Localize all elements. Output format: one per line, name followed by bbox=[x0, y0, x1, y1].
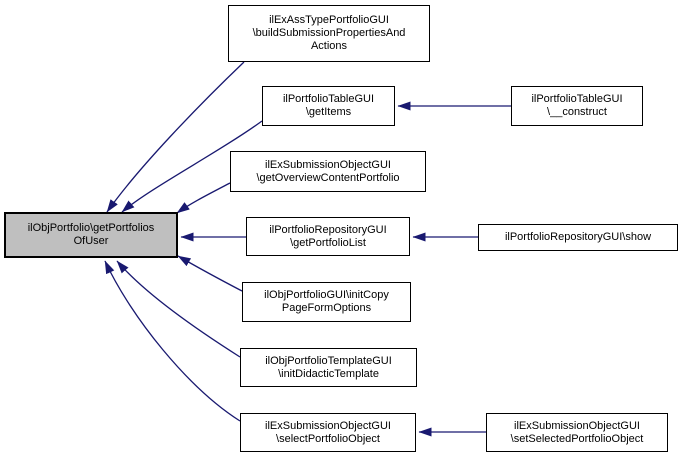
node-label-line: ilObjPortfolioGUI\initCopy bbox=[264, 289, 389, 301]
node-label-line: \__construct bbox=[547, 106, 607, 118]
edge-getOverviewContentPortfolio-to-getPortfoliosOfUser bbox=[176, 182, 231, 214]
node-label-line: \getOverviewContentPortfolio bbox=[256, 171, 400, 184]
node-setSelectedPortfolioObject[interactable]: ilExSubmissionObjectGUI\setSelectedPortf… bbox=[486, 413, 668, 452]
node-label-line: Actions bbox=[310, 40, 348, 52]
node-initDidacticTemplate[interactable]: ilObjPortfolioTemplateGUI\initDidacticTe… bbox=[240, 348, 417, 387]
edge-buildSubmissionPropertiesAndActions-to-getPortfoliosOfUser bbox=[106, 61, 245, 213]
node-label-line: ilExSubmissionObjectGUI bbox=[265, 419, 391, 432]
node-getOverviewContentPortfolio[interactable]: ilExSubmissionObjectGUI\getOverviewConte… bbox=[230, 151, 426, 192]
node-label-line: ilObjPortfolio\getPortfolios bbox=[27, 222, 155, 234]
node-repositoryShow[interactable]: ilPortfolioRepositoryGUI\show bbox=[478, 224, 678, 251]
node-label-line: \getItems bbox=[305, 106, 352, 118]
node-buildSubmissionPropertiesAndActions[interactable]: ilExAssTypePortfolioGUI\buildSubmissionP… bbox=[228, 5, 430, 62]
node-label-line: ilPortfolioRepositoryGUI bbox=[269, 223, 387, 236]
edge-initCopyPageFormOptions-to-getPortfoliosOfUser bbox=[177, 255, 243, 292]
node-selectPortfolioObject[interactable]: ilExSubmissionObjectGUI\selectPortfolioO… bbox=[240, 413, 416, 452]
node-label-line: \initDidacticTemplate bbox=[278, 367, 379, 380]
node-label-line: OfUser bbox=[73, 235, 109, 247]
node-label-line: \setSelectedPortfolioObject bbox=[510, 432, 644, 445]
node-label-line: PageFormOptions bbox=[281, 302, 372, 314]
node-label-line: ilExSubmissionObjectGUI bbox=[265, 158, 391, 171]
node-label-line: ilExSubmissionObjectGUI bbox=[514, 419, 640, 432]
edge-selectPortfolioObject-to-getPortfoliosOfUser bbox=[104, 260, 241, 422]
node-label-line: ilPortfolioTableGUI bbox=[282, 93, 375, 105]
node-label-line: ilExAssTypePortfolioGUI bbox=[269, 14, 389, 26]
edge-getItems-to-getPortfoliosOfUser bbox=[121, 120, 263, 213]
node-label-line: ilObjPortfolioTemplateGUI bbox=[265, 354, 392, 367]
node-label-line: ilPortfolioTableGUI bbox=[531, 93, 623, 105]
node-getItems[interactable]: ilPortfolioTableGUI\getItems bbox=[262, 86, 395, 126]
node-getPortfolioList[interactable]: ilPortfolioRepositoryGUI\getPortfolioLis… bbox=[246, 217, 410, 256]
node-tableConstruct[interactable]: ilPortfolioTableGUI\__construct bbox=[511, 86, 643, 126]
node-label-line: \selectPortfolioObject bbox=[276, 432, 380, 445]
node-label-line: \getPortfolioList bbox=[290, 236, 366, 249]
edge-initDidacticTemplate-to-getPortfoliosOfUser bbox=[116, 260, 241, 358]
node-label-line: ilPortfolioRepositoryGUI\show bbox=[504, 231, 652, 243]
node-label-line: \buildSubmissionPropertiesAnd bbox=[252, 27, 406, 39]
